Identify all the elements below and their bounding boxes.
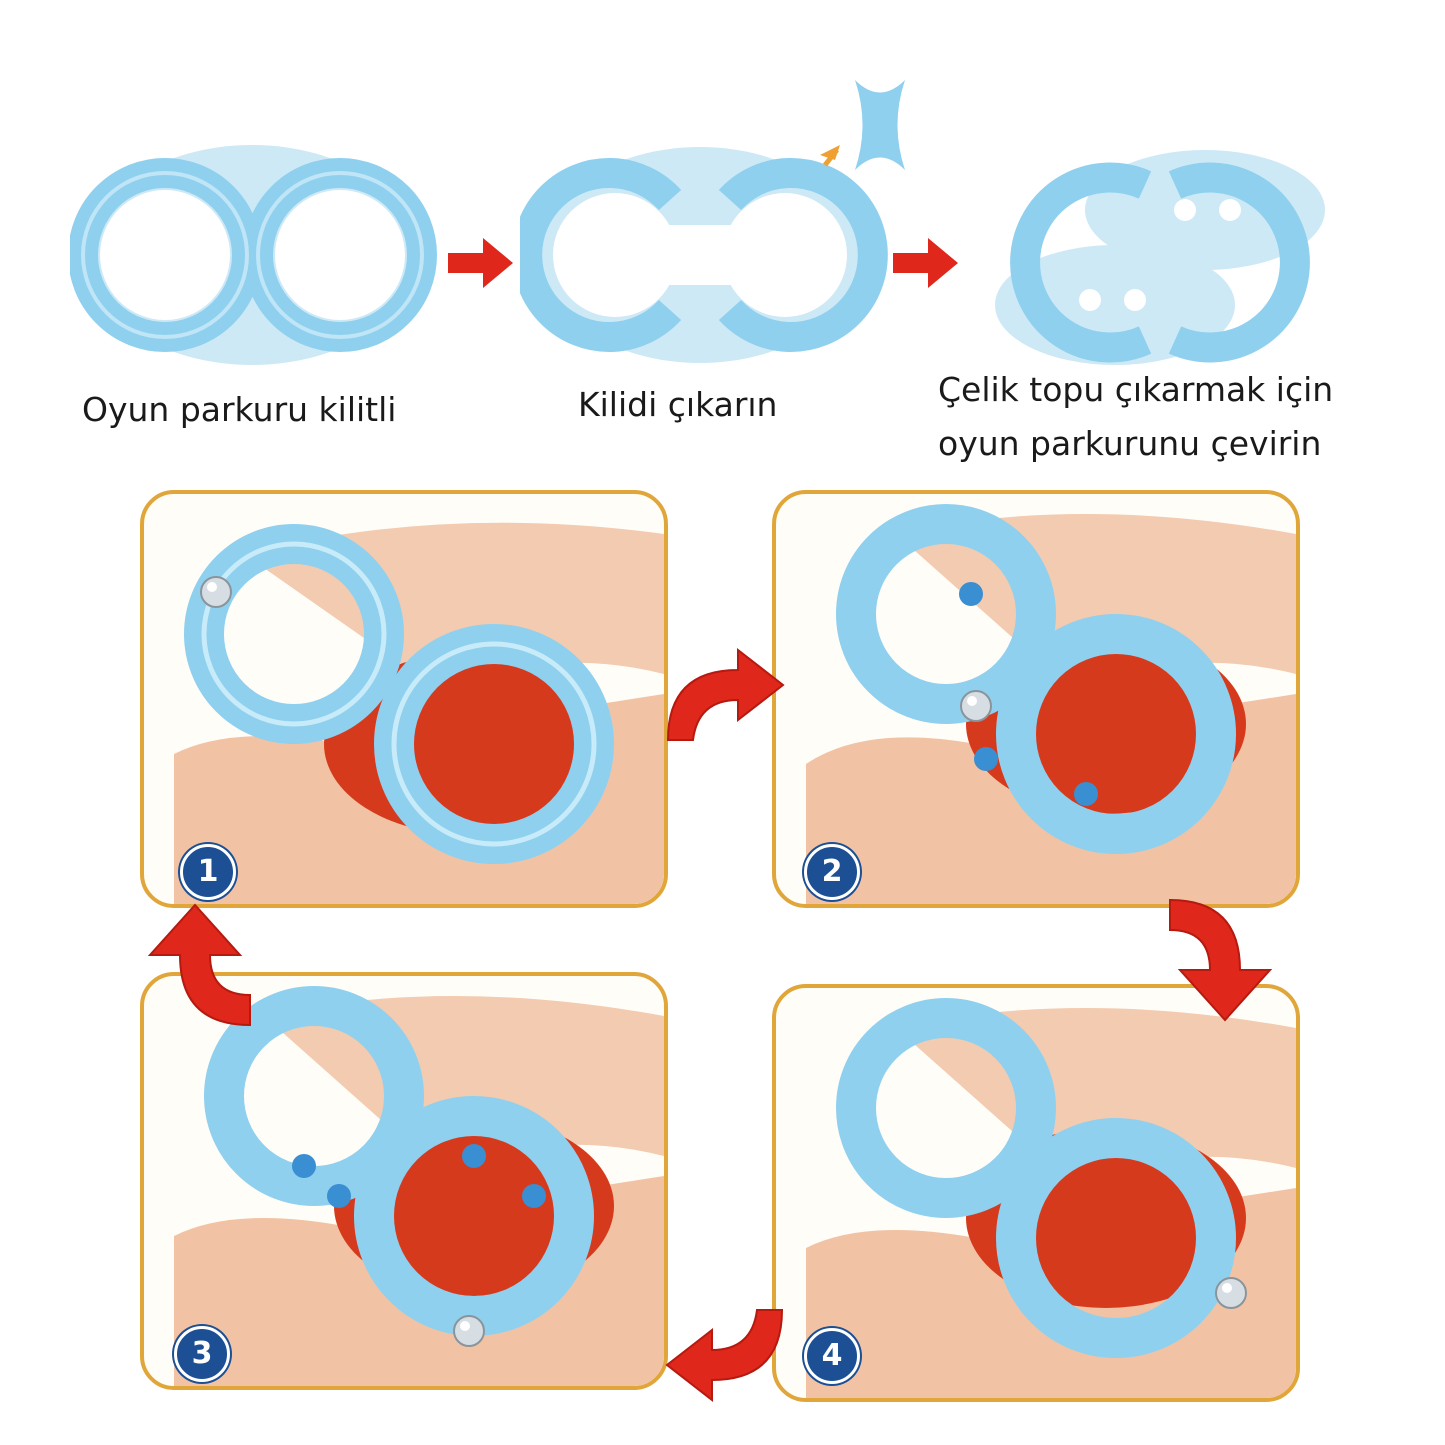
step-number-badge: 1: [180, 844, 236, 900]
step-number-badge: 3: [174, 1326, 230, 1382]
instruction-panel-2: 2: [772, 490, 1300, 908]
caption-step-3-line-2: oyun parkurunu çevirin: [938, 424, 1322, 463]
lock-piece-icon: [815, 60, 915, 190]
step-number-badge: 2: [804, 844, 860, 900]
instruction-panel-3: 3: [140, 972, 668, 1390]
hand-holding-toy-icon: [806, 504, 1296, 904]
right-arrow-icon: [448, 238, 513, 288]
top-step-3: [975, 140, 1365, 400]
curved-arrow-4-to-3-icon: [662, 1300, 792, 1410]
caption-step-3-line-1: Çelik topu çıkarmak için: [938, 370, 1334, 409]
hand-holding-toy-icon: [806, 998, 1296, 1398]
locked-figure-eight-track-icon: [70, 145, 437, 365]
hand-holding-toy-icon: [174, 986, 664, 1386]
caption-step-2: Kilidi çıkarın: [578, 385, 778, 424]
caption-step-1: Oyun parkuru kilitli: [82, 390, 397, 429]
instruction-panel-4: 4: [772, 984, 1300, 1402]
curved-arrow-2-to-4-icon: [1160, 890, 1290, 1030]
step-number-badge: 4: [804, 1328, 860, 1384]
curved-arrow-3-to-1-icon: [130, 895, 260, 1035]
curved-arrow-1-to-2-icon: [658, 640, 788, 750]
top-step-1: [70, 140, 440, 400]
right-arrow-icon: [893, 238, 958, 288]
instruction-panel-1: 1: [140, 490, 668, 908]
unlocked-track-icon: [520, 147, 888, 363]
hand-holding-toy-icon: [174, 522, 664, 904]
top-step-2: [520, 140, 890, 400]
rotated-track-icon: [995, 150, 1325, 365]
